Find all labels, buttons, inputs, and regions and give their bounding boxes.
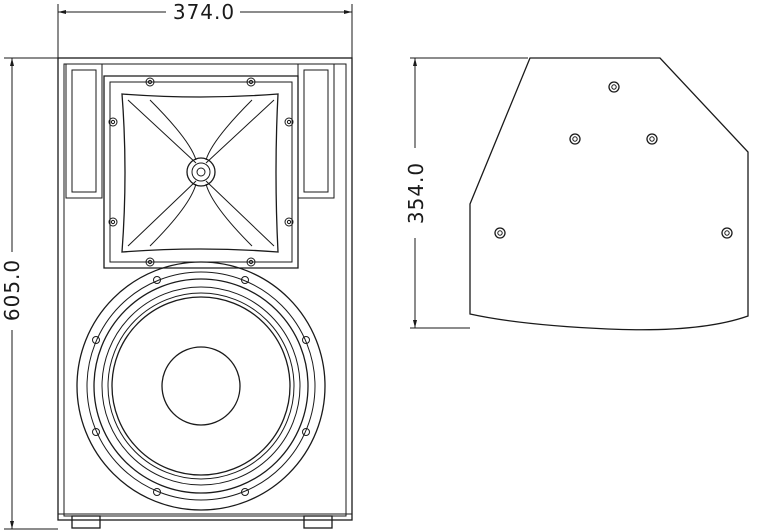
handle-recess-left (65, 63, 103, 199)
handle-recess-right (297, 63, 335, 199)
width-dimension: 374.0 (57, 0, 353, 58)
front-view: 374.0 605.0 (0, 0, 353, 530)
cabinet-feet (71, 515, 333, 529)
height-dimension-label: 605.0 (0, 259, 24, 321)
side-cabinet-outline (469, 57, 749, 331)
width-dimension-label: 374.0 (173, 0, 235, 24)
horn-screws (108, 77, 294, 267)
side-height-dimension-label: 354.0 (404, 162, 428, 224)
cabinet-outline (57, 57, 353, 521)
woofer-screws (92, 276, 310, 496)
height-dimension: 605.0 (0, 57, 58, 530)
horn-assembly (103, 75, 299, 269)
side-height-dimension: 354.0 (404, 57, 528, 329)
side-view: 354.0 (404, 57, 749, 331)
side-rigging-points (494, 81, 733, 239)
woofer (76, 261, 326, 511)
